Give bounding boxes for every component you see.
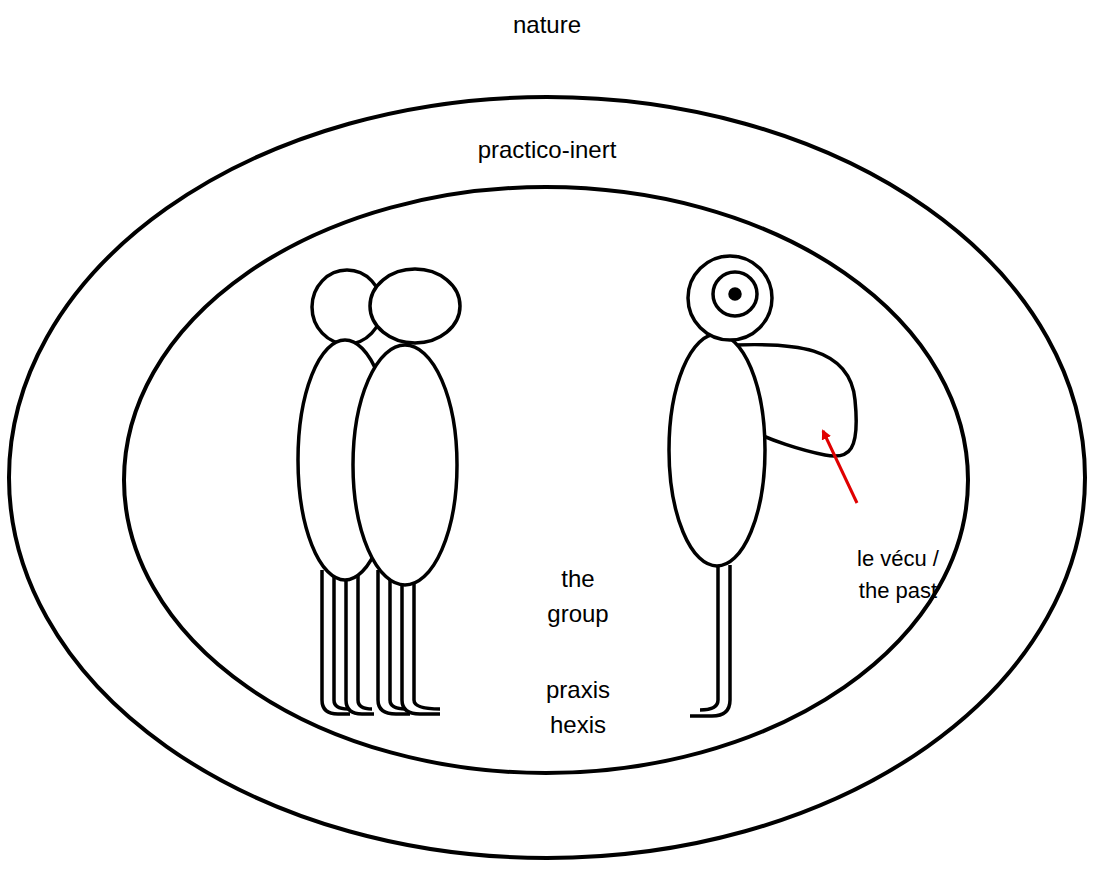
region-label: the group [533,562,623,632]
ellipse-outline [7,95,1087,860]
callout-label: le vécu / the past [842,543,954,607]
region-label: practico-inert [397,133,697,168]
region-label: praxis hexis [533,673,623,743]
outer-label: nature [447,8,647,43]
region-ellipse: the group praxis hexis [122,185,970,775]
region-ellipse: practico-inert the group praxis hexis [7,95,1087,860]
